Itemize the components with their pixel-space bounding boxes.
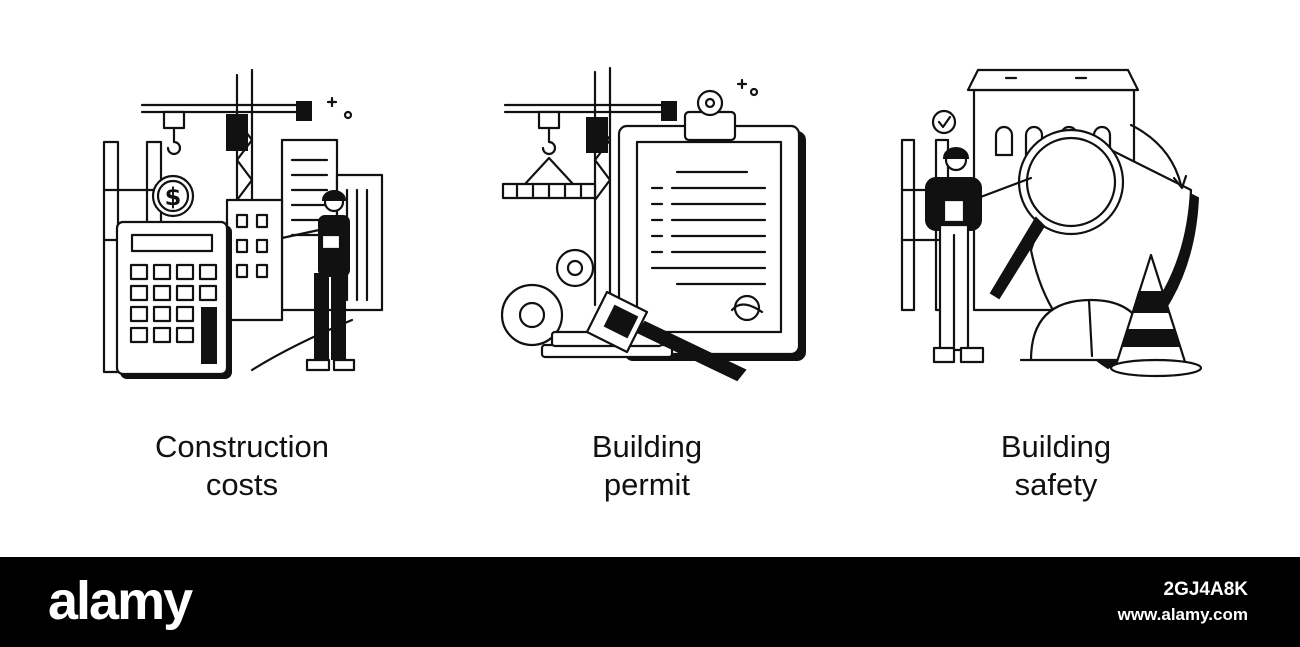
building-safety-icon xyxy=(900,68,1203,378)
svg-text:$: $ xyxy=(165,183,182,211)
construction-costs-caption: Construction costs xyxy=(42,428,442,504)
building-permit-panel: Building permit xyxy=(447,60,847,530)
building-safety-panel: Building safety xyxy=(856,60,1256,530)
building-permit-caption: Building permit xyxy=(447,428,847,504)
site-url: www.alamy.com xyxy=(1117,605,1248,624)
image-id: 2GJ4A8K xyxy=(1163,579,1249,600)
caption-line-2: safety xyxy=(1014,467,1098,502)
construction-costs-panel: $ xyxy=(42,60,442,530)
caption-line-2: costs xyxy=(205,467,279,502)
watermark-footer: alamy 2GJ4A8K www.alamy.com xyxy=(0,557,1300,647)
construction-costs-icon: $ xyxy=(102,68,384,379)
caption-line-1: Building xyxy=(591,429,703,464)
alamy-logo: alamy xyxy=(48,571,193,631)
building-safety-caption: Building safety xyxy=(856,428,1256,504)
caption-line-1: Building xyxy=(1000,429,1112,464)
building-permit-icon xyxy=(500,66,806,382)
caption-line-2: permit xyxy=(603,467,691,502)
caption-line-1: Construction xyxy=(154,429,330,464)
